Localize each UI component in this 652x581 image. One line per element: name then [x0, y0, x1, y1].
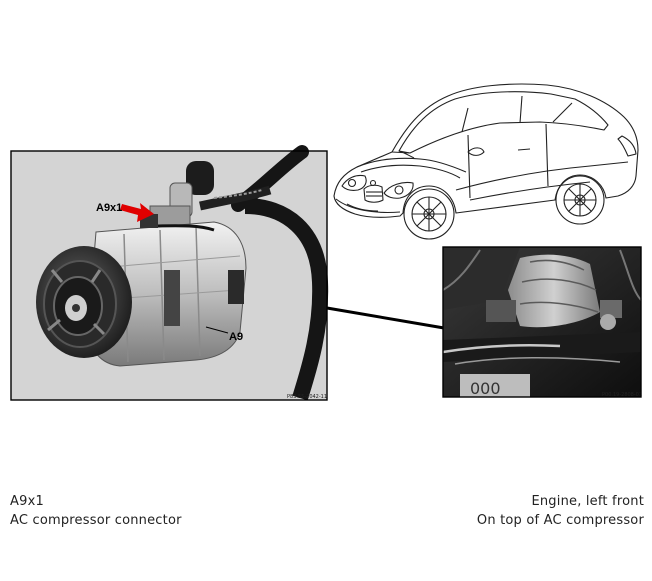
left-photo-frame: [10, 150, 328, 401]
callout-a9: A9: [229, 331, 243, 343]
connector-line: [326, 306, 445, 330]
engine-photo: 000: [442, 247, 642, 398]
caption-right-location: Engine, left front: [531, 494, 644, 509]
caption-left-code: A9x1: [10, 494, 44, 509]
left-photo-ref-code: P83.55-2042-11: [287, 394, 327, 400]
caption-left-description: AC compressor connector: [10, 513, 182, 528]
compressor-photo: [11, 145, 329, 401]
caption-right: Engine, left front On top of AC compress…: [477, 492, 644, 530]
connector-arrow: [120, 203, 154, 222]
caption-right-detail: On top of AC compressor: [476, 513, 644, 528]
callout-a9x1: A9x1: [96, 202, 122, 214]
right-photo-frame: [442, 246, 642, 398]
caption-left: A9x1 AC compressor connector: [10, 492, 182, 530]
right-photo-ref-code: P00.19-2808-01: [602, 392, 642, 398]
car-illustration: [333, 83, 639, 240]
svg-text:000: 000: [470, 379, 501, 398]
